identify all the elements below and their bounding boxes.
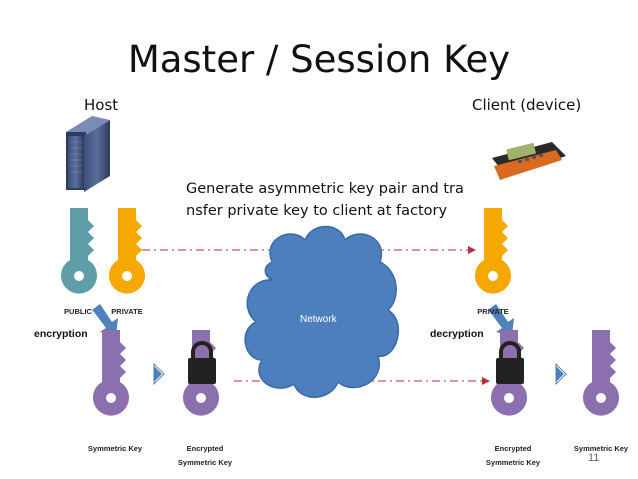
host-encrypt-arrow <box>92 304 118 336</box>
client-symmetric-key-icon <box>583 330 619 416</box>
private-key-label: PRIVATE <box>111 307 143 316</box>
terminal-device-icon <box>492 142 566 180</box>
page-number: 11 <box>588 452 600 464</box>
client-right-arrow <box>555 363 567 385</box>
server-icon <box>66 116 110 192</box>
client-encrypted-label-line-1: Encrypted <box>494 444 532 453</box>
client-encrypted-key-icon <box>491 330 527 416</box>
factory-note-line-2: nsfer private key to client at factory <box>186 203 448 219</box>
host-encrypted-label-line-2: Symmetric Key <box>177 458 233 467</box>
host-padlock-icon <box>188 341 216 384</box>
public-key-icon <box>61 208 97 294</box>
public-key-label: PUBLIC <box>64 307 92 316</box>
decryption-label: decryption <box>430 328 484 340</box>
host-label: Host <box>84 96 119 114</box>
client-encrypted-label-line-2: Symmetric Key <box>485 458 541 467</box>
encryption-label: encryption <box>34 328 88 340</box>
factory-note: Generate asymmetric key pair and tra nsf… <box>186 178 466 222</box>
host-right-arrow <box>153 363 165 385</box>
host-symmetric-key-label: Symmetric Key <box>87 444 143 453</box>
host-encrypted-key-icon <box>183 330 219 416</box>
client-padlock-icon <box>496 341 524 384</box>
network-cloud <box>244 225 400 398</box>
private-key-icon <box>109 208 145 294</box>
host-symmetric-key-icon <box>93 330 129 416</box>
network-label: Network <box>300 314 337 325</box>
slide-title: Master / Session Key <box>127 38 511 81</box>
client-decrypt-arrow <box>488 304 514 336</box>
client-symmetric-key-label: Symmetric Key <box>573 444 629 453</box>
host-encrypted-label-line-1: Encrypted <box>186 444 224 453</box>
client-label: Client (device) <box>472 96 582 114</box>
client-private-key-label: PRIVATE <box>477 307 509 316</box>
client-private-key-icon <box>475 208 511 294</box>
factory-note-line-1: Generate asymmetric key pair and tra <box>186 181 464 197</box>
